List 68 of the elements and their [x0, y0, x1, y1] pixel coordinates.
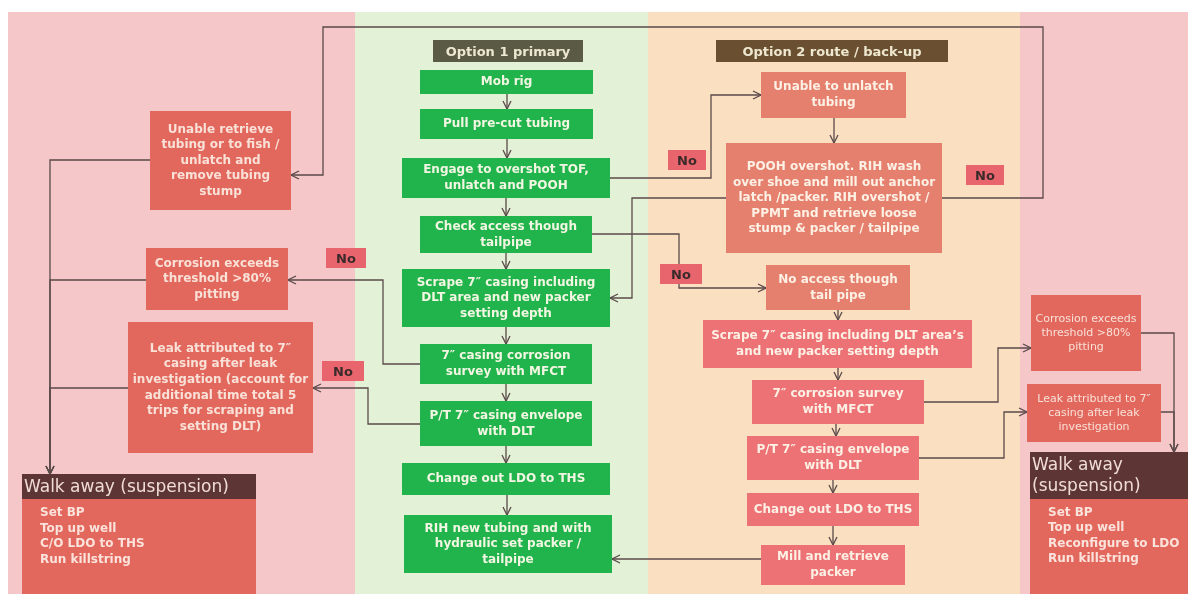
- process-box: Mill and retrieve packer: [761, 545, 905, 585]
- arrow: [501, 252, 511, 270]
- process-box: Unable to unlatch tubing: [761, 72, 906, 118]
- arrow: [609, 90, 762, 179]
- column-panel: [355, 12, 648, 594]
- process-box: Corrosion exceeds threshold >80% pitting: [146, 248, 288, 310]
- arrow: [287, 275, 421, 365]
- arrow: [829, 117, 839, 144]
- list-item: Top up well: [40, 520, 118, 537]
- process-box: POOH overshot. RIH wash over shoe and mill out anchor latch /packer. RIH overshot / PPMT and retrieve loose stump & packer / tailpipe: [726, 143, 942, 253]
- process-box: Corrosion exceeds threshold >80% pitting: [1031, 295, 1141, 371]
- arrow: [502, 93, 512, 110]
- list-item: C/O LDO to THS: [40, 536, 146, 553]
- process-box: Change out LDO to THS: [747, 493, 919, 526]
- edge-label: No: [326, 248, 366, 268]
- arrow: [609, 197, 727, 303]
- list-item: Run killstring: [40, 552, 132, 568]
- process-box: [22, 474, 256, 594]
- arrow: [1160, 411, 1179, 453]
- list-item: Top up well: [1048, 520, 1126, 536]
- process-box: P/T 7″ casing envelope with DLT: [747, 436, 919, 480]
- list-item: Run killstring: [1048, 551, 1140, 567]
- box-heading: Walk away (suspension): [1030, 452, 1188, 499]
- edge-label: No: [966, 165, 1004, 185]
- process-box: Scrape 7″ casing including DLT area’s and new packer setting depth: [703, 320, 972, 368]
- process-box: Leak attributed to 7″ casing after leak investigation: [1027, 384, 1161, 442]
- process-box: P/T 7″ casing envelope with DLT: [420, 401, 592, 446]
- arrow: [502, 494, 512, 516]
- process-box: Mob rig: [420, 70, 593, 94]
- list-item: Set BP: [1048, 504, 1094, 521]
- arrow: [45, 387, 129, 475]
- column-panel: [648, 12, 1020, 594]
- process-box: RIH new tubing and with hydraulic set packer / tailpipe: [404, 515, 612, 573]
- process-box: Leak attributed to 7″ casing after leak investigation (account for additional time total 5 trips for scraping and setting DLT): [128, 322, 313, 453]
- process-box: [1030, 452, 1188, 594]
- arrow: [828, 479, 838, 494]
- arrow: [611, 554, 762, 564]
- arrow: [501, 445, 511, 464]
- process-box: Check access though tailpipe: [420, 216, 592, 253]
- arrow: [833, 309, 843, 321]
- process-box: 7″ corrosion survey with MFCT: [752, 380, 924, 424]
- arrow: [290, 26, 1044, 199]
- process-box: Scrape 7″ casing including DLT area and new packer setting depth: [402, 269, 610, 327]
- arrow: [831, 423, 841, 437]
- arrow: [502, 138, 512, 159]
- column-heading: Option 1 primary: [433, 40, 583, 62]
- process-box: 7″ casing corrosion survey with MFCT: [420, 344, 592, 384]
- arrow: [501, 383, 511, 402]
- process-box: Engage to overshot TOF, unlatch and POOH: [402, 158, 610, 198]
- process-box: Unable retrieve tubing or to fish / unlatch and remove tubing stump: [150, 111, 291, 210]
- arrow: [591, 233, 767, 293]
- list-item: Reconfigure to LDO: [1048, 535, 1181, 552]
- edge-label: No: [660, 264, 702, 284]
- process-box: No access though tail pipe: [766, 265, 910, 310]
- arrow: [833, 367, 843, 381]
- arrow: [312, 383, 421, 425]
- column-heading: Option 2 route / back-up: [716, 40, 948, 62]
- box-heading: Walk away (suspension): [22, 474, 256, 500]
- list-item: Set BP: [40, 505, 86, 521]
- edge-label: No: [668, 150, 706, 170]
- arrow: [828, 525, 838, 546]
- arrow: [918, 407, 1028, 459]
- arrow: [501, 326, 511, 345]
- arrow: [501, 197, 511, 217]
- process-box: Pull pre-cut tubing: [420, 109, 593, 139]
- edge-label: No: [322, 361, 364, 381]
- process-box: Change out LDO to THS: [402, 463, 610, 495]
- arrow: [923, 343, 1032, 403]
